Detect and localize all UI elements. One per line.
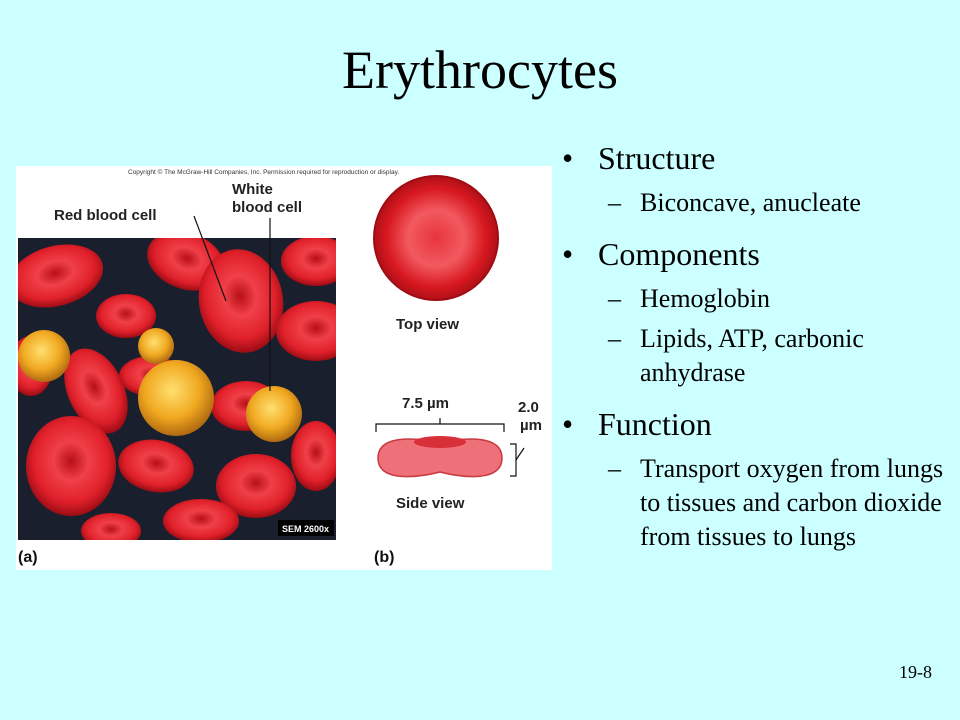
label-red-blood-cell: Red blood cell [54, 207, 157, 224]
sub-bullet: – Biconcave, anucleate [598, 186, 952, 220]
wbc-cell [138, 360, 214, 436]
height-measure-bracket [510, 443, 525, 477]
erythrocyte-figure: Copyright © The McGraw-Hill Companies, I… [16, 166, 552, 570]
bullet-list: • Structure – Biconcave, anucleate • Com… [562, 136, 952, 554]
sub-bullet: – Transport oxygen from lungs to tissues… [598, 452, 952, 554]
side-view-label: Side view [396, 495, 465, 512]
slide-number: 19-8 [899, 662, 932, 682]
wbc-cell [18, 330, 70, 382]
bullet-dot-icon: • [562, 140, 574, 176]
bullet-text: Function [598, 406, 712, 442]
sub-bullet-text: Transport oxygen from lungs to tissues a… [640, 454, 944, 551]
dash-icon: – [608, 324, 621, 353]
sub-bullet-text: Lipids, ATP, carbonic anhydrase [640, 324, 864, 387]
width-measure-bracket [375, 418, 505, 432]
rbc-top-view [373, 175, 499, 301]
height-measure-line2: µm [520, 417, 542, 434]
bullet-structure: • Structure – Biconcave, anucleate [562, 136, 952, 220]
slide-title: Erythrocytes [342, 40, 618, 100]
rbc-pointer-line [193, 215, 227, 302]
sub-bullet-text: Biconcave, anucleate [640, 188, 861, 217]
width-measure: 7.5 µm [402, 395, 449, 412]
panel-b-label: (b) [374, 549, 394, 566]
bullet-function: • Function – Transport oxygen from lungs… [562, 402, 952, 554]
sem-badge: SEM 2600x [282, 524, 329, 534]
dash-icon: – [608, 454, 621, 483]
bullet-text: Structure [598, 140, 716, 176]
sem-badge-bg [278, 520, 334, 536]
figure-illustration: Copyright © The McGraw-Hill Companies, I… [18, 168, 542, 566]
panel-a-label: (a) [18, 549, 38, 566]
copyright-text: Copyright © The McGraw-Hill Companies, I… [128, 168, 399, 176]
label-white-line2: blood cell [232, 199, 302, 216]
bullet-components: • Components – Hemoglobin – Lipids, ATP,… [562, 232, 952, 390]
dash-icon: – [608, 284, 621, 313]
height-measure-line1: 2.0 [518, 399, 539, 416]
dash-icon: – [608, 188, 621, 217]
wbc-cell [138, 328, 174, 364]
wbc-cell [246, 386, 302, 442]
sub-bullet-text: Hemoglobin [640, 284, 770, 313]
bullet-dot-icon: • [562, 236, 574, 272]
bullet-dot-icon: • [562, 406, 574, 442]
label-white-line1: White [232, 181, 273, 198]
sem-micrograph [18, 238, 336, 540]
sub-bullet: – Hemoglobin [598, 282, 952, 316]
top-view-label: Top view [396, 316, 459, 333]
bullet-text: Components [598, 236, 760, 272]
sub-bullet: – Lipids, ATP, carbonic anhydrase [598, 322, 952, 390]
rbc-side-view [377, 436, 503, 478]
